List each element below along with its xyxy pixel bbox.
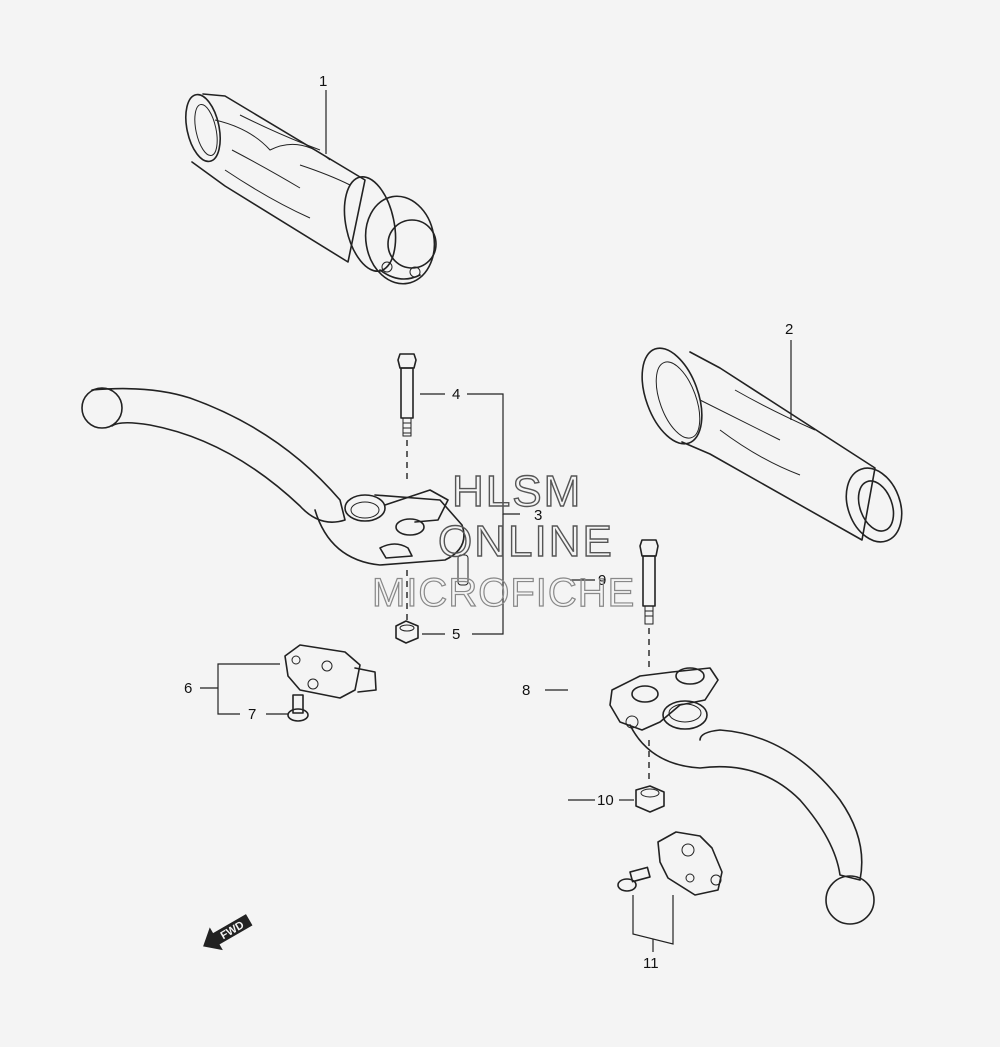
watermark: HLSM ONLINE MICROFICHE bbox=[371, 466, 635, 615]
callout-3: 3 bbox=[534, 507, 542, 524]
switch-screw-11[interactable] bbox=[617, 866, 651, 892]
watermark-line2: ONLINE bbox=[438, 517, 614, 566]
callout-1: 1 bbox=[319, 73, 327, 90]
throttle-grip[interactable] bbox=[180, 91, 441, 289]
clutch-pivot-bolt[interactable] bbox=[639, 539, 659, 782]
leader-lines bbox=[200, 90, 792, 952]
callout-4: 4 bbox=[452, 386, 460, 403]
lever-pivot-nut[interactable] bbox=[395, 620, 419, 644]
callout-10: 10 bbox=[597, 792, 614, 809]
fwd-label: FWD bbox=[219, 919, 247, 942]
front-brake-switch[interactable] bbox=[284, 644, 377, 699]
callout-6: 6 bbox=[184, 680, 192, 697]
watermark-line1: HLSM bbox=[452, 467, 582, 516]
left-grip[interactable] bbox=[630, 340, 911, 549]
clutch-pivot-nut[interactable] bbox=[635, 785, 665, 813]
callout-9: 9 bbox=[598, 572, 606, 589]
callout-labels: 1 2 3 4 5 6 7 8 9 10 11 bbox=[184, 73, 793, 972]
callout-5: 5 bbox=[452, 626, 460, 643]
clutch-lever[interactable] bbox=[609, 667, 875, 925]
callout-7: 7 bbox=[248, 706, 256, 723]
callout-2: 2 bbox=[785, 321, 793, 338]
front-brake-lever[interactable] bbox=[81, 387, 469, 586]
fwd-arrow-icon: FWD bbox=[203, 914, 253, 951]
watermark-line3: MICROFICHE bbox=[372, 571, 635, 615]
switch-screw-7[interactable] bbox=[287, 694, 309, 722]
lever-pivot-bolt[interactable] bbox=[397, 353, 417, 620]
callout-11: 11 bbox=[643, 955, 659, 972]
callout-8: 8 bbox=[522, 682, 530, 699]
clutch-switch[interactable] bbox=[657, 831, 723, 896]
